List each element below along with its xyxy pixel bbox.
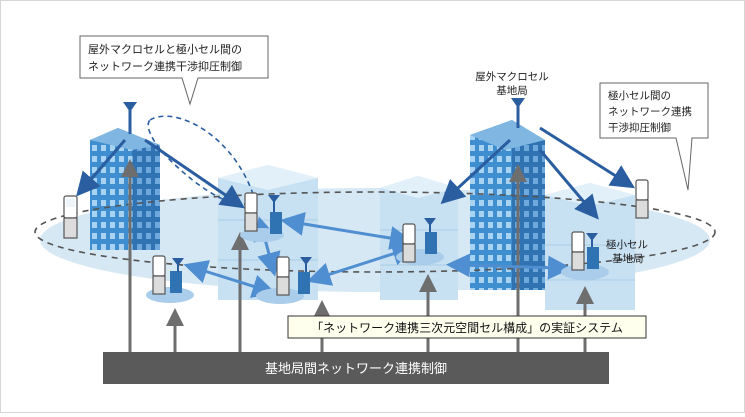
- caption-text: 「ネットワーク連携三次元空間セル構成」の実証システム: [311, 320, 623, 335]
- control-bar-label: 基地局間ネットワーク連携制御: [265, 361, 447, 377]
- macro-base-station-label-line2: 基地局: [496, 84, 528, 97]
- coverage-boundary: [34, 191, 716, 273]
- small-cell-base-station-label-line2: 基地局: [612, 252, 644, 265]
- phone-icon: [402, 223, 416, 263]
- phone-icon: [571, 231, 585, 271]
- callout-top-right: 極小セル間の ネットワーク連携 干渉抑圧制御: [599, 82, 709, 191]
- small-cell-links: [183, 212, 572, 298]
- small-cell-unit: [256, 257, 312, 304]
- phone-icon: [152, 255, 166, 295]
- callout-top-right-line3: 干渉抑圧制御: [608, 121, 671, 134]
- control-bar: 基地局間ネットワーク連携制御: [103, 352, 609, 384]
- macro-signal-arrows: [76, 126, 636, 220]
- callout-top-right-line2: ネットワーク連携: [608, 105, 692, 118]
- antenna-icon: [123, 102, 137, 134]
- phone-icon: [63, 195, 78, 239]
- phone-icon: [276, 256, 290, 296]
- macro-building-left: [90, 128, 160, 250]
- callout-top-right-line1: 極小セル間の: [608, 89, 671, 102]
- callout-top-left-line2: ネットワーク連携干渉抑圧制御: [88, 59, 242, 73]
- small-cell-base-station-label-line1: 極小セル: [606, 238, 648, 251]
- phone-icon: [244, 192, 258, 232]
- macro-base-station-label-line1: 屋外マクロセル: [475, 71, 549, 83]
- phone-icon: [635, 179, 649, 219]
- callout-top-left-line1: 屋外マクロセルと極小セル間の: [88, 42, 242, 56]
- antenna-icon: [511, 98, 525, 128]
- callout-top-left: 屋外マクロセルと極小セル間の ネットワーク連携干渉抑圧制御: [79, 35, 269, 106]
- caption-box: 「ネットワーク連携三次元空間セル構成」の実証システム: [287, 315, 647, 339]
